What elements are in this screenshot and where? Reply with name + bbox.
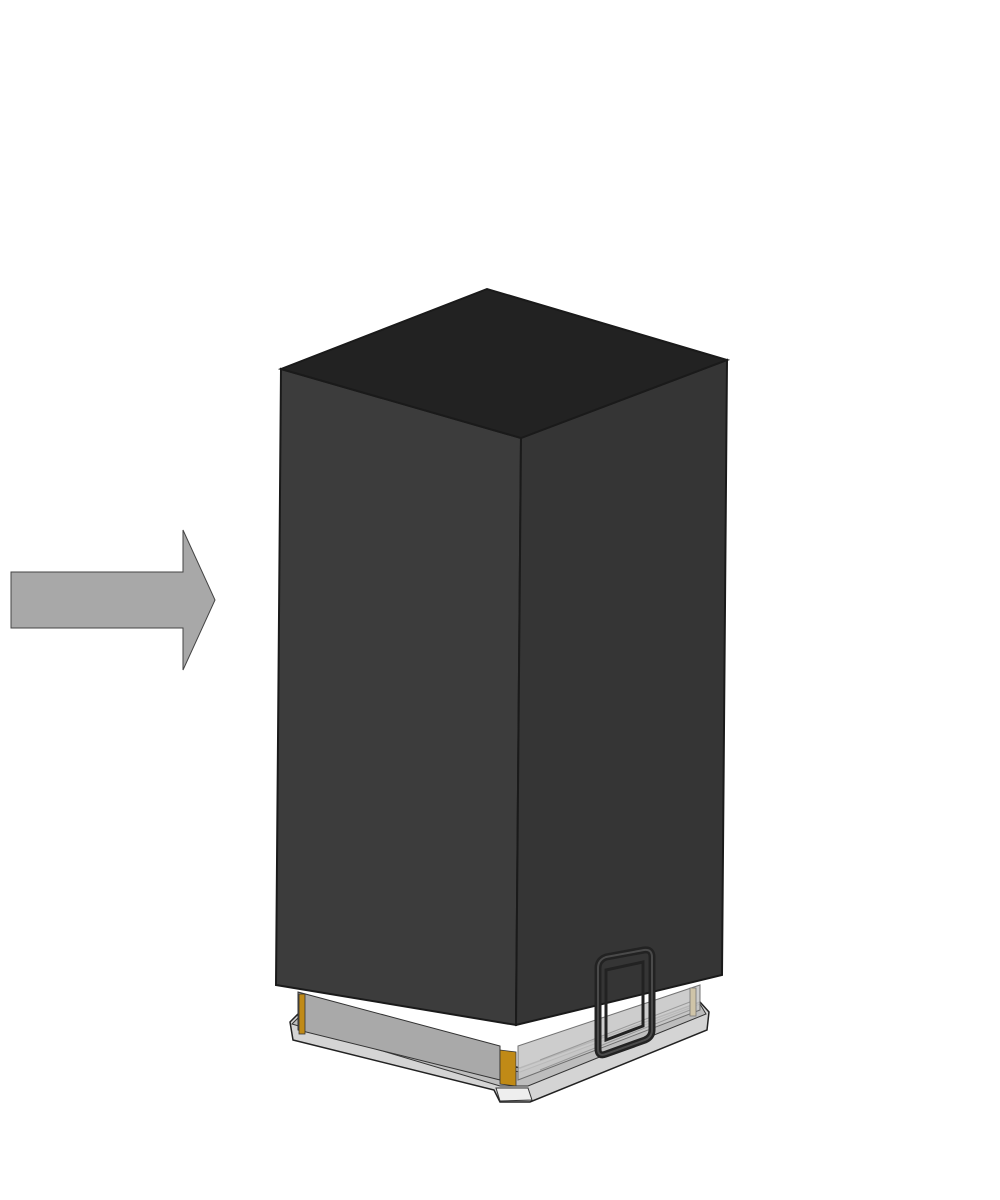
wall-line (539, 1007, 696, 1071)
wall-line (539, 999, 696, 1061)
box-top-face (277, 287, 731, 440)
box-left-face (274, 367, 523, 1027)
pillar (499, 1049, 517, 1087)
pillar (298, 993, 306, 1035)
enclosure-box (274, 287, 731, 1027)
direction-arrow (10, 529, 216, 671)
box-right-face (514, 358, 729, 1027)
handle-icon (594, 946, 656, 1059)
base-corner-cap (495, 1087, 533, 1102)
pillar (689, 987, 697, 1017)
